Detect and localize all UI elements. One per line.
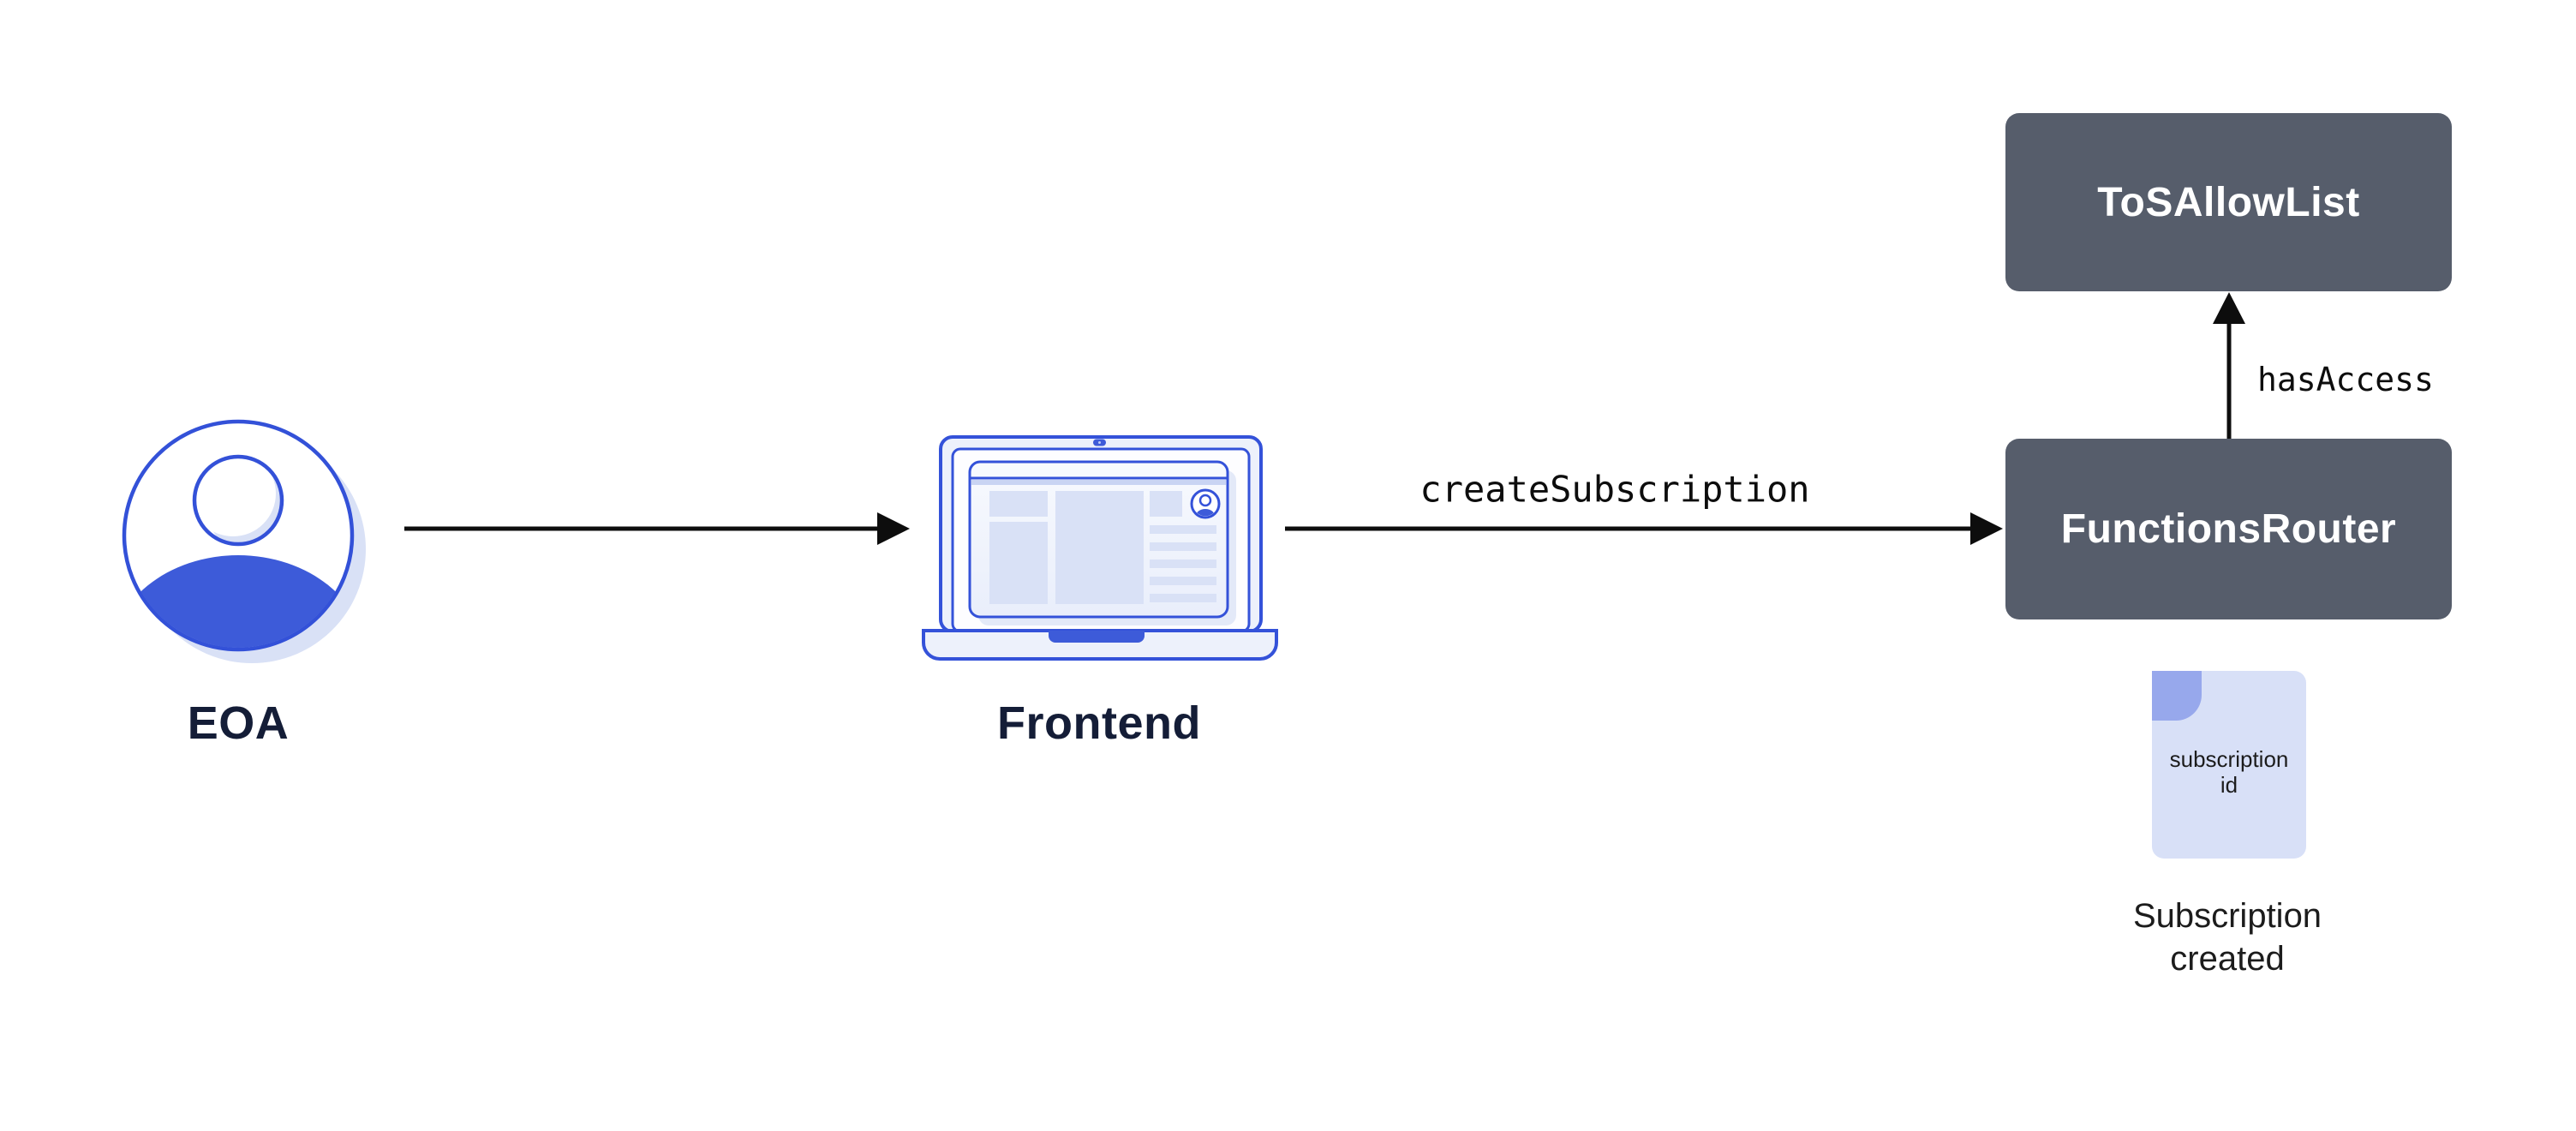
- document-icon: [2152, 671, 2306, 859]
- folded-corner: [2152, 671, 2202, 721]
- document-text: subscription id: [2152, 746, 2306, 798]
- frontend-label: Frontend: [997, 697, 1201, 749]
- tos-allow-list-label: ToSAllowList: [2097, 179, 2360, 225]
- eoa-label: EOA: [187, 697, 290, 749]
- subscription-created-caption: Subscription created: [2099, 895, 2356, 980]
- caption-line1: Subscription: [2132, 897, 2322, 935]
- edge-label-has-access: hasAccess: [2257, 361, 2434, 398]
- document-text-line1: subscription: [2169, 746, 2289, 772]
- node-tos-allow-list: ToSAllowList: [2005, 113, 2452, 291]
- caption-line2: created: [2170, 940, 2285, 978]
- edge-label-create-subscription: createSubscription: [1419, 468, 1810, 511]
- user-avatar-icon: [122, 419, 366, 663]
- node-functions-router: FunctionsRouter: [2005, 439, 2452, 619]
- arrow-eoa-to-frontend: [404, 512, 910, 545]
- functions-router-label: FunctionsRouter: [2060, 506, 2397, 552]
- arrow-functionsrouter-to-tosallowlist: [2213, 292, 2245, 439]
- arrow-frontend-to-functionsrouter: [1285, 512, 2003, 545]
- laptop-icon: [922, 435, 1278, 661]
- browser-window: [968, 460, 1229, 619]
- profile-avatar-icon: [1190, 488, 1221, 519]
- document-text-line2: id: [2220, 772, 2238, 798]
